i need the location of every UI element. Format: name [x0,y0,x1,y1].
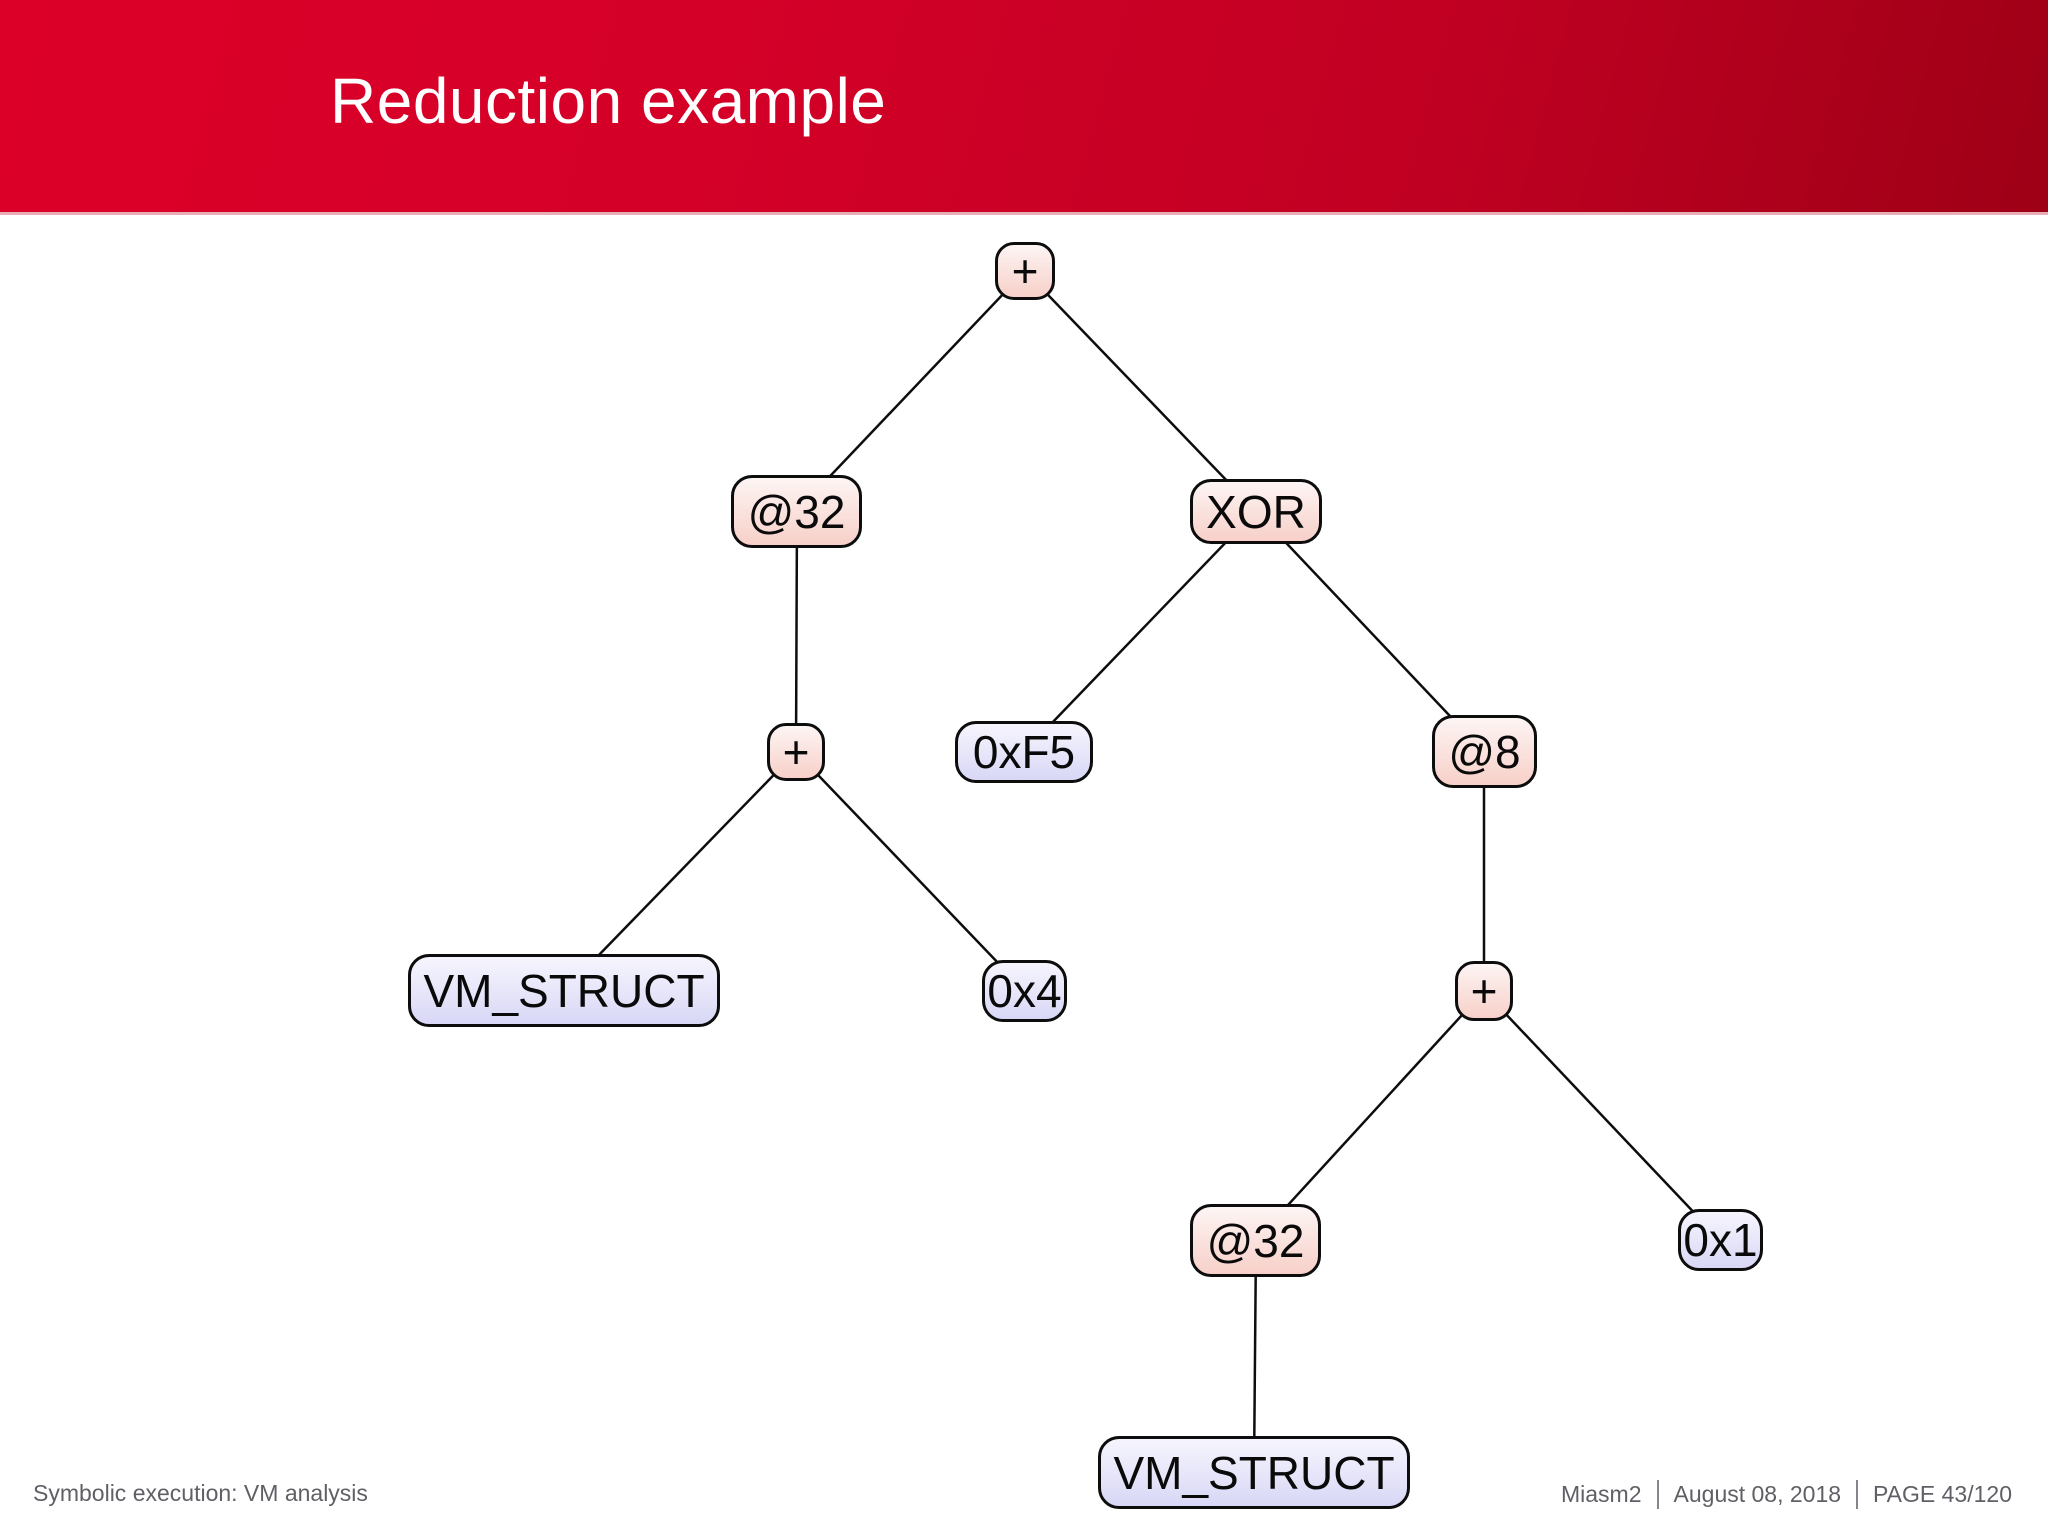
tree-node-mem32-lower: @32 [1190,1204,1321,1277]
tree-node-mem32-upper: @32 [731,475,862,548]
node-label: @8 [1448,725,1521,778]
node-label: XOR [1206,485,1306,538]
tree-node-xor: XOR [1190,479,1322,544]
tree-edge [1255,990,1485,1241]
tree-edge [1483,990,1721,1241]
node-label: 0x1 [1683,1214,1758,1266]
node-label: VM_STRUCT [1113,1446,1395,1499]
footer-date: August 08, 2018 [1673,1480,1842,1507]
node-label: + [782,726,810,778]
tree-edge [1252,1239,1258,1473]
tree-edge [796,270,1026,512]
tree-node-const-0x4: 0x4 [982,960,1067,1022]
node-label: + [1470,965,1498,1017]
footer-separator [1856,1479,1859,1509]
page-title: Reduction example [330,65,887,137]
tree-node-plus-right: + [1455,961,1513,1021]
footer-presentation-title: Symbolic execution: VM analysis [33,1480,368,1506]
node-label: VM_STRUCT [423,964,705,1017]
tree-edge [1024,270,1257,512]
tree-edge [1023,510,1257,753]
tree-node-mem8: @8 [1432,715,1537,788]
node-label: @32 [1206,1214,1305,1267]
slide-header-banner: Reduction example [0,0,2048,215]
node-label: 0x4 [987,965,1062,1017]
tree-edge [1255,510,1485,753]
tree-edge [563,751,797,992]
tree-node-const-0x1: 0x1 [1678,1209,1763,1271]
tree-node-vm-struct-lower: VM_STRUCT [1098,1436,1410,1509]
tree-node-vm-struct-left: VM_STRUCT [408,954,720,1027]
node-label: @32 [747,485,846,538]
node-label: + [1011,245,1039,297]
footer-separator [1656,1479,1659,1509]
footer-project: Miasm2 [1561,1480,1642,1507]
footer-page-number: PAGE 43/120 [1873,1480,2012,1507]
footer-meta: Miasm2 August 08, 2018 PAGE 43/120 [1561,1474,2012,1514]
tree-node-const-0xf5: 0xF5 [955,721,1093,783]
node-label: 0xF5 [972,726,1076,778]
tree-edge [795,751,1026,992]
tree-node-plus-left: + [767,723,825,781]
tree-edge [794,510,799,753]
tree-node-root-plus: + [995,242,1055,300]
